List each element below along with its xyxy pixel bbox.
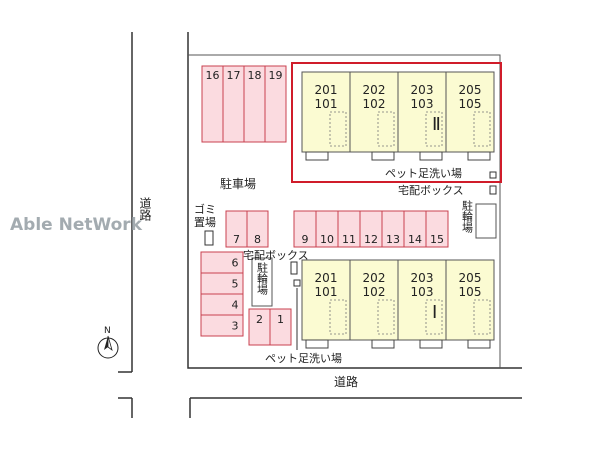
delivery-box-label-mid: 宅配ボックス	[243, 248, 309, 262]
stair-outline	[425, 111, 443, 147]
building-name: Ⅰ	[432, 302, 437, 323]
bike-label-right: 駐輪場	[461, 199, 474, 234]
parking-space-number: 2	[256, 313, 263, 326]
unit-number-upper: 203	[411, 83, 434, 97]
unit-number-lower: 101	[315, 97, 338, 111]
parking-space-number: 9	[302, 233, 309, 246]
road-label-bottom: 道路	[334, 374, 358, 389]
balcony	[467, 339, 491, 349]
parking-mid-right: 9 10 11 12 13 14 15	[293, 210, 449, 248]
parking-space-number: 13	[386, 233, 400, 246]
balcony	[419, 151, 443, 161]
parking-top-row: 16 17 18 19	[201, 65, 287, 143]
parking-space	[264, 65, 287, 143]
compass-label: N	[104, 326, 111, 336]
north-compass-icon: N	[97, 326, 119, 359]
unit-number-lower: 102	[363, 285, 386, 299]
unit-number-lower: 105	[459, 97, 482, 111]
stair-outline	[377, 299, 395, 335]
balcony	[467, 151, 491, 161]
parking-space	[200, 314, 244, 337]
parking-space-number: 3	[232, 320, 239, 333]
delivery-box-label-right: 宅配ボックス	[398, 183, 464, 197]
building-2-highlight	[291, 62, 502, 183]
delivery-box-mid-icon	[290, 261, 298, 275]
stair-outline	[329, 111, 347, 147]
unit-number-lower: 103	[411, 97, 434, 111]
bike-parking-right	[475, 203, 497, 239]
parking-space-number: 14	[408, 233, 422, 246]
parking-space	[269, 308, 292, 346]
parking-space-number: 5	[232, 278, 239, 291]
garbage-label-1: ゴミ	[194, 202, 216, 216]
unit-number-upper: 205	[459, 271, 482, 285]
balcony	[371, 339, 395, 349]
unit-number-upper: 202	[363, 83, 386, 97]
parking-space	[425, 210, 449, 248]
bike-parking-mid	[251, 257, 273, 307]
pet-wash-label-bottom: ペット足洗い場	[265, 352, 342, 365]
parking-space	[246, 210, 269, 248]
road-label-left: 道路	[138, 197, 152, 222]
stair-outline	[473, 111, 491, 147]
unit-number-upper: 205	[459, 83, 482, 97]
parking-space-number: 6	[232, 257, 239, 270]
parking-left-column: 6 5 4 3	[200, 251, 244, 337]
unit-number-upper: 201	[315, 271, 338, 285]
site-boundary	[188, 54, 501, 368]
parking-space-number: 15	[430, 233, 444, 246]
pet-wash-label-top: ペット足洗い場	[385, 167, 462, 180]
bike-label-mid: 駐輪場	[256, 261, 269, 296]
balcony	[305, 151, 329, 161]
parking-space-number: 11	[342, 233, 356, 246]
unit-number-upper: 203	[411, 271, 434, 285]
unit-number-lower: 105	[459, 285, 482, 299]
garbage-bin-icon	[204, 230, 214, 246]
parking-space-number: 8	[254, 233, 261, 246]
parking-space-number: 1	[277, 313, 284, 326]
unit-number-lower: 103	[411, 285, 434, 299]
pet-wash-top-icon	[489, 171, 497, 179]
balcony	[419, 339, 443, 349]
delivery-box-right-icon	[489, 185, 497, 195]
parking-space-number: 4	[232, 299, 239, 312]
building-name: Ⅱ	[432, 114, 441, 135]
unit-number-lower: 102	[363, 97, 386, 111]
parking-label: 駐車場	[220, 176, 256, 191]
unit-number-lower: 101	[315, 285, 338, 299]
balcony	[305, 339, 329, 349]
watermark: Able NetWork	[10, 215, 143, 235]
stair-outline	[425, 299, 443, 335]
pet-wash-mid-icon	[293, 279, 301, 287]
parking-space-number: 12	[364, 233, 378, 246]
stair-outline	[329, 299, 347, 335]
parking-space-number: 16	[206, 69, 220, 82]
parking-space-number: 19	[269, 69, 283, 82]
balcony	[371, 151, 395, 161]
parking-space-number: 18	[248, 69, 262, 82]
stair-outline	[377, 111, 395, 147]
site-boundary-outer	[187, 32, 522, 369]
parking-space-number: 10	[320, 233, 334, 246]
unit-number-upper: 201	[315, 83, 338, 97]
parking-space-number: 7	[233, 233, 240, 246]
stair-outline	[473, 299, 491, 335]
parking-space-number: 17	[227, 69, 241, 82]
unit-number-upper: 202	[363, 271, 386, 285]
garbage-label-2: 置場	[194, 216, 216, 229]
